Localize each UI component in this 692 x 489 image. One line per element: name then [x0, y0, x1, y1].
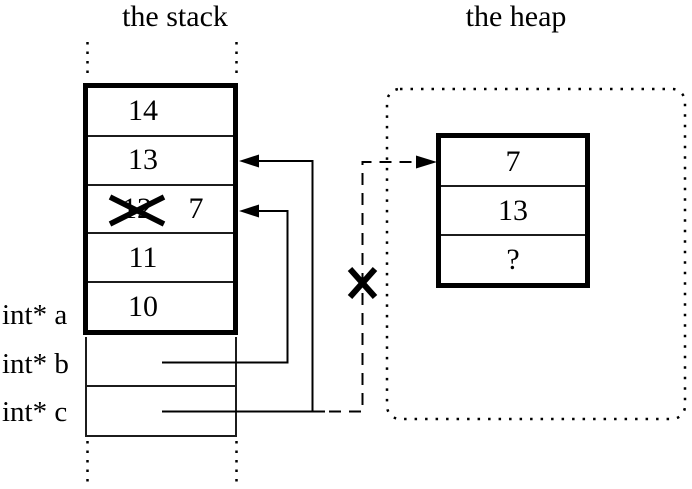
stack-cell-13: 13	[88, 137, 233, 186]
heap-cell-bottom: ?	[506, 242, 520, 276]
label-int-a: int* a	[2, 299, 68, 331]
stack-cell-10: 10	[88, 283, 233, 330]
invalid-pointer-x-icon	[347, 267, 378, 299]
heap-title: the heap	[465, 0, 567, 33]
pointer-c-arrowhead-icon	[239, 154, 259, 168]
pointer-c-old-dashed-line	[329, 161, 418, 413]
stack-cell-11: 11	[88, 234, 233, 284]
stack-cell-14: 14	[88, 88, 233, 137]
stack-cell-value: 13	[128, 143, 158, 177]
stack-cell-new-value: 7	[188, 191, 204, 225]
stack-cell-value: 10	[128, 289, 158, 323]
stack-cell-value: 14	[128, 94, 158, 128]
heap-cell-top: 7	[441, 138, 585, 187]
stack-cell-12-crossed: 12 7	[88, 186, 233, 235]
label-int-b: int* b	[2, 348, 69, 380]
label-int-c: int* c	[2, 396, 68, 428]
stack-cell-value: 11	[128, 240, 158, 274]
heap-cell-middle: 13	[441, 187, 585, 236]
stack-frame-box: 14 13 12 7 11 10	[83, 83, 238, 335]
stack-title: the stack	[122, 0, 228, 33]
pointer-cell-c	[87, 387, 235, 435]
pointer-b-arrowhead-icon	[239, 204, 259, 218]
pointer-c-old-arrowhead-icon	[416, 155, 437, 169]
stack-pointer-cells	[85, 337, 237, 437]
heap-block-box: 7 13 ?	[436, 133, 590, 288]
pointer-cell-b	[87, 337, 235, 387]
stack-cell-old-value: 12	[122, 191, 152, 225]
